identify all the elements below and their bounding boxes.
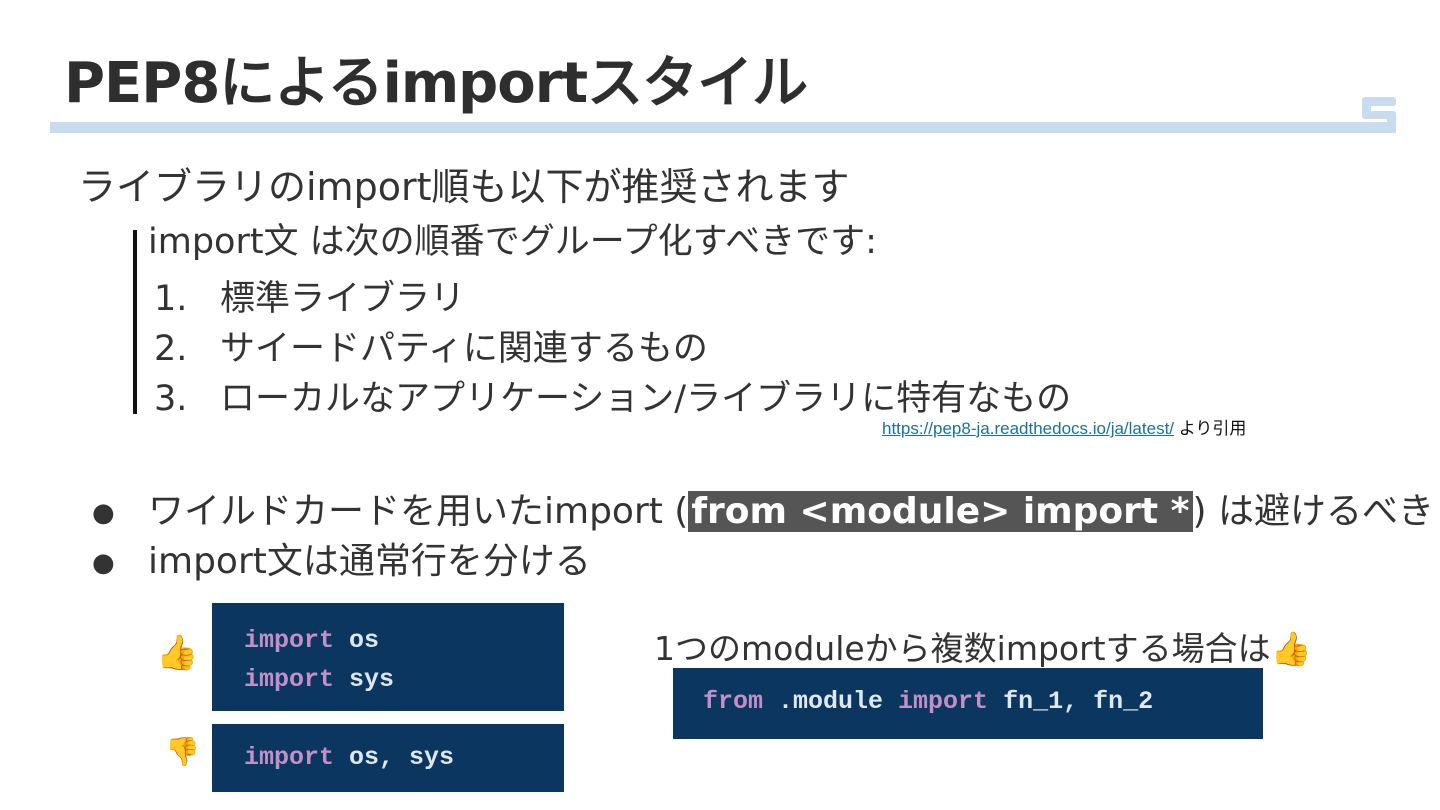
lead-text: ライブラリのimport順も以下が推奨されます	[78, 165, 850, 209]
bullet-icon: ●	[92, 548, 115, 578]
list-text: サイードパティに関連するもの	[220, 329, 708, 369]
thumbs-up-icon: 👍	[156, 633, 199, 673]
bullet-text: ワイルドカードを用いたimport (	[148, 491, 689, 532]
title-underline	[50, 122, 1396, 133]
quote-heading: import文 は次の順番でグループ化すべきです:	[148, 222, 877, 262]
quote-list: 1. 標準ライブラリ 2. サイードパティに関連するもの 3. ローカルなアプリケーシ…	[154, 277, 1071, 427]
list-number: 2.	[154, 329, 188, 369]
multi-import-text: 1つのmoduleから複数importする場合は	[654, 629, 1271, 668]
source-link[interactable]: https://pep8-ja.readthedocs.io/ja/latest…	[882, 419, 1175, 438]
thumbs-up-icon: 👍	[1270, 629, 1312, 668]
bullet-text: ) は避けるべき	[1192, 491, 1435, 532]
source-citation: https://pep8-ja.readthedocs.io/ja/latest…	[882, 414, 1246, 439]
code-block-bad: import os, sys	[212, 724, 564, 792]
inline-code: from <module> import *	[688, 491, 1193, 532]
list-number: 1.	[154, 279, 188, 319]
list-text: ローカルなアプリケーション/ライブラリに特有なもの	[220, 379, 1072, 419]
bullet-item-wildcard: ● ワイルドカードを用いたimport (from <module> import…	[92, 488, 1434, 538]
code-keyword: import	[244, 743, 335, 772]
blockquote-bar	[133, 230, 137, 414]
bullet-icon: ●	[92, 498, 115, 528]
list-item: 2. サイードパティに関連するもの	[154, 327, 1071, 377]
code-text: sys	[334, 665, 395, 694]
code-keyword: import	[244, 665, 335, 694]
code-block-multi: from .module import fn_1, fn_2	[673, 668, 1263, 739]
thumbs-down-icon: 👎	[165, 735, 200, 768]
logo-icon	[1362, 97, 1396, 133]
multi-import-label: 1つのmoduleから複数importする場合は👍	[654, 622, 1312, 670]
code-text: .module	[763, 687, 899, 716]
bullet-text: import文は通常行を分ける	[148, 541, 591, 582]
list-item: 3. ローカルなアプリケーション/ライブラリに特有なもの	[154, 377, 1071, 427]
list-number: 3.	[154, 379, 188, 419]
code-text: fn_1, fn_2	[988, 687, 1154, 716]
source-suffix: より引用	[1174, 419, 1247, 438]
code-keyword: from	[703, 687, 764, 716]
code-keyword: import	[898, 687, 989, 716]
code-text: os, sys	[334, 743, 455, 772]
bullet-item-separate-lines: ● import文は通常行を分ける	[92, 538, 1434, 588]
code-keyword: import	[244, 626, 335, 655]
list-item: 1. 標準ライブラリ	[154, 277, 1071, 327]
list-text: 標準ライブラリ	[220, 279, 466, 319]
code-text: os	[334, 626, 380, 655]
slide-title: PEP8によるimportスタイル	[64, 51, 808, 116]
bullet-list: ● ワイルドカードを用いたimport (from <module> import…	[92, 488, 1434, 588]
code-block-good: import os import sys	[212, 603, 564, 711]
